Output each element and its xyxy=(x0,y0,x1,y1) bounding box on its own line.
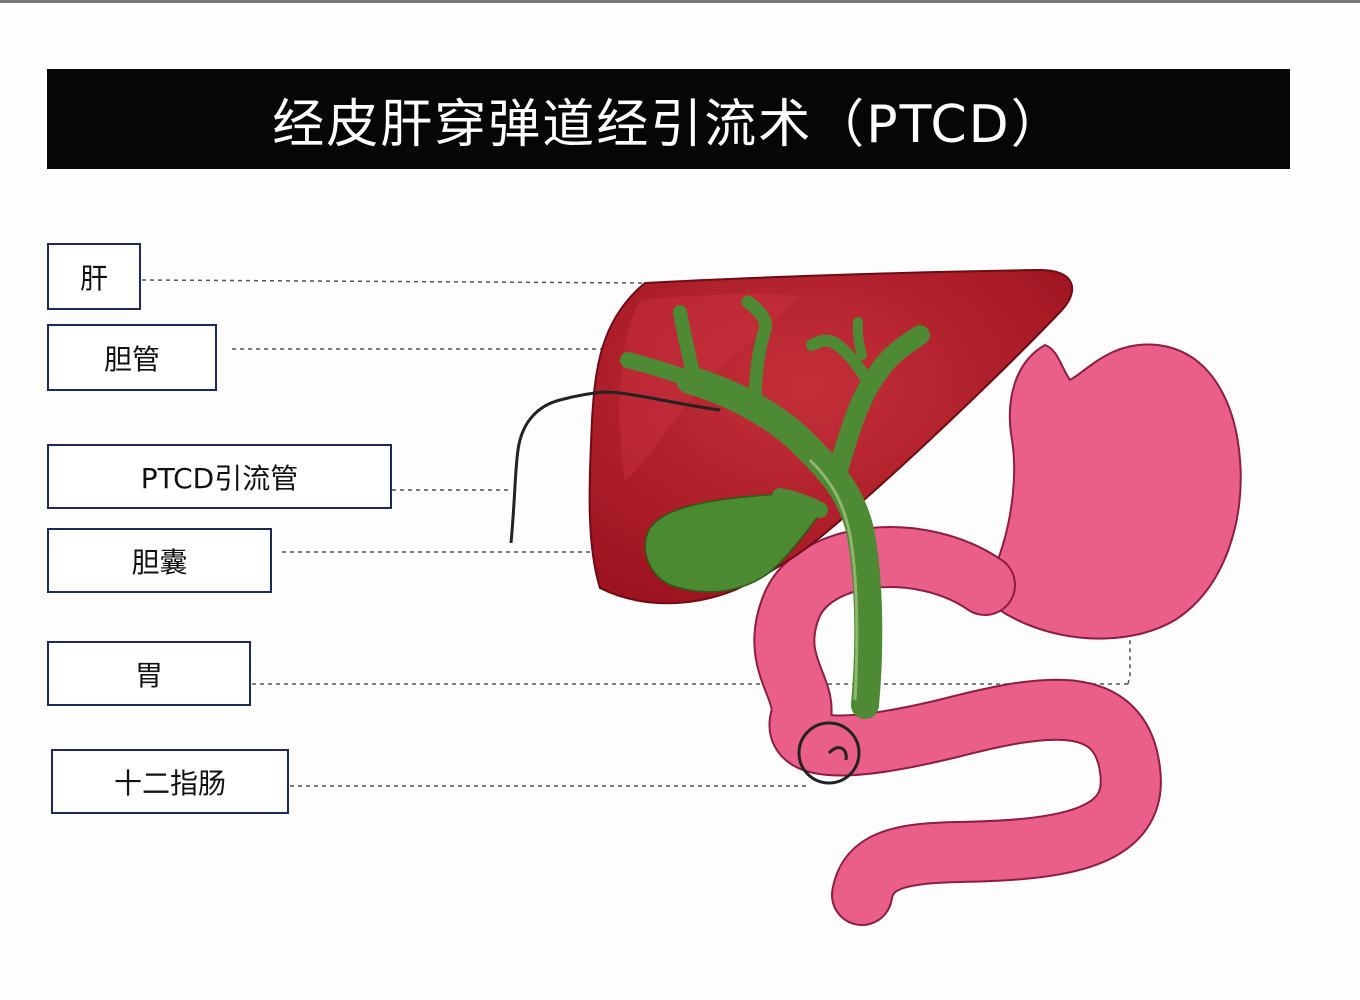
label-stomach: 胃 xyxy=(47,641,251,706)
bile-duct-highlight xyxy=(808,458,859,701)
label-bile-duct-text: 胆管 xyxy=(103,342,160,376)
label-liver-text: 肝 xyxy=(79,261,108,295)
title-bar: 经皮肝穿弹道经引流术（PTCD） xyxy=(47,69,1290,169)
label-bile-duct: 胆管 xyxy=(47,324,217,391)
top-rule xyxy=(0,0,1360,3)
label-ptcd-tube: PTCD引流管 xyxy=(47,444,392,509)
liver-highlight xyxy=(619,293,800,480)
diagram-title: 经皮肝穿弹道经引流术（PTCD） xyxy=(272,94,1065,155)
duodenum-fill xyxy=(755,528,1160,924)
label-duodenum-text: 十二指肠 xyxy=(113,766,226,800)
leader-liver xyxy=(141,279,646,284)
papilla-tip xyxy=(827,746,848,761)
label-gallbladder: 胆囊 xyxy=(47,528,272,593)
label-stomach-text: 胃 xyxy=(134,658,163,692)
label-liver: 肝 xyxy=(47,243,141,310)
label-ptcd-tube-text: PTCD引流管 xyxy=(140,461,299,495)
label-gallbladder-text: 胆囊 xyxy=(131,545,188,579)
label-duodenum: 十二指肠 xyxy=(51,749,289,814)
ptcd-drainage-tube xyxy=(509,390,721,544)
bile-duct-tree xyxy=(620,295,930,719)
gallbladder-shape xyxy=(644,493,823,593)
papilla-circle xyxy=(797,721,861,785)
leader-stomach-bracket xyxy=(1127,490,1131,685)
stomach-shape xyxy=(978,343,1242,640)
